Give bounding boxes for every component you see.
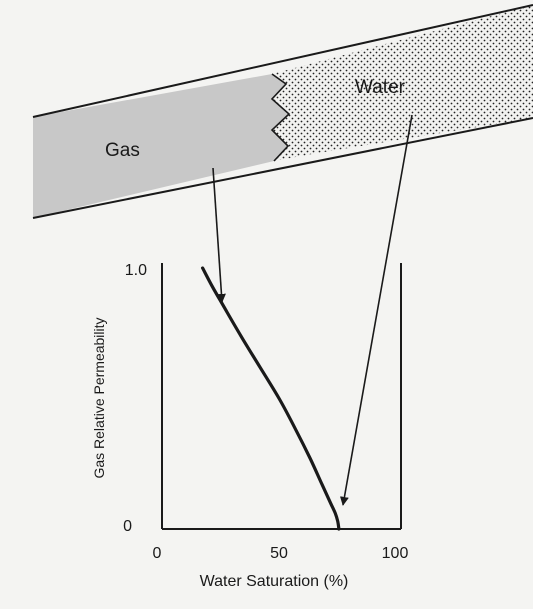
x-tick-label-2: 100 [382,545,409,562]
gas-relperm-curve [201,266,341,531]
x-tick-label-1: 50 [270,545,288,562]
water-label: Water [355,77,406,98]
x-axis-label: Water Saturation (%) [200,573,349,590]
x-tick-label-0: 0 [153,545,162,562]
gas-label: Gas [105,140,140,161]
y-tick-label-1: 1.0 [125,262,147,279]
channel-top-wall [32,4,533,118]
water-region [272,5,533,161]
water-arrow [339,114,413,506]
channel-bottom-wall [32,117,533,219]
y-tick-label-0: 0 [123,518,132,535]
gas-region [33,74,289,218]
gas-arrow [212,167,226,303]
y-axis-label: Gas Relative Permeability [91,317,107,478]
gas-water-interface [270,73,291,162]
